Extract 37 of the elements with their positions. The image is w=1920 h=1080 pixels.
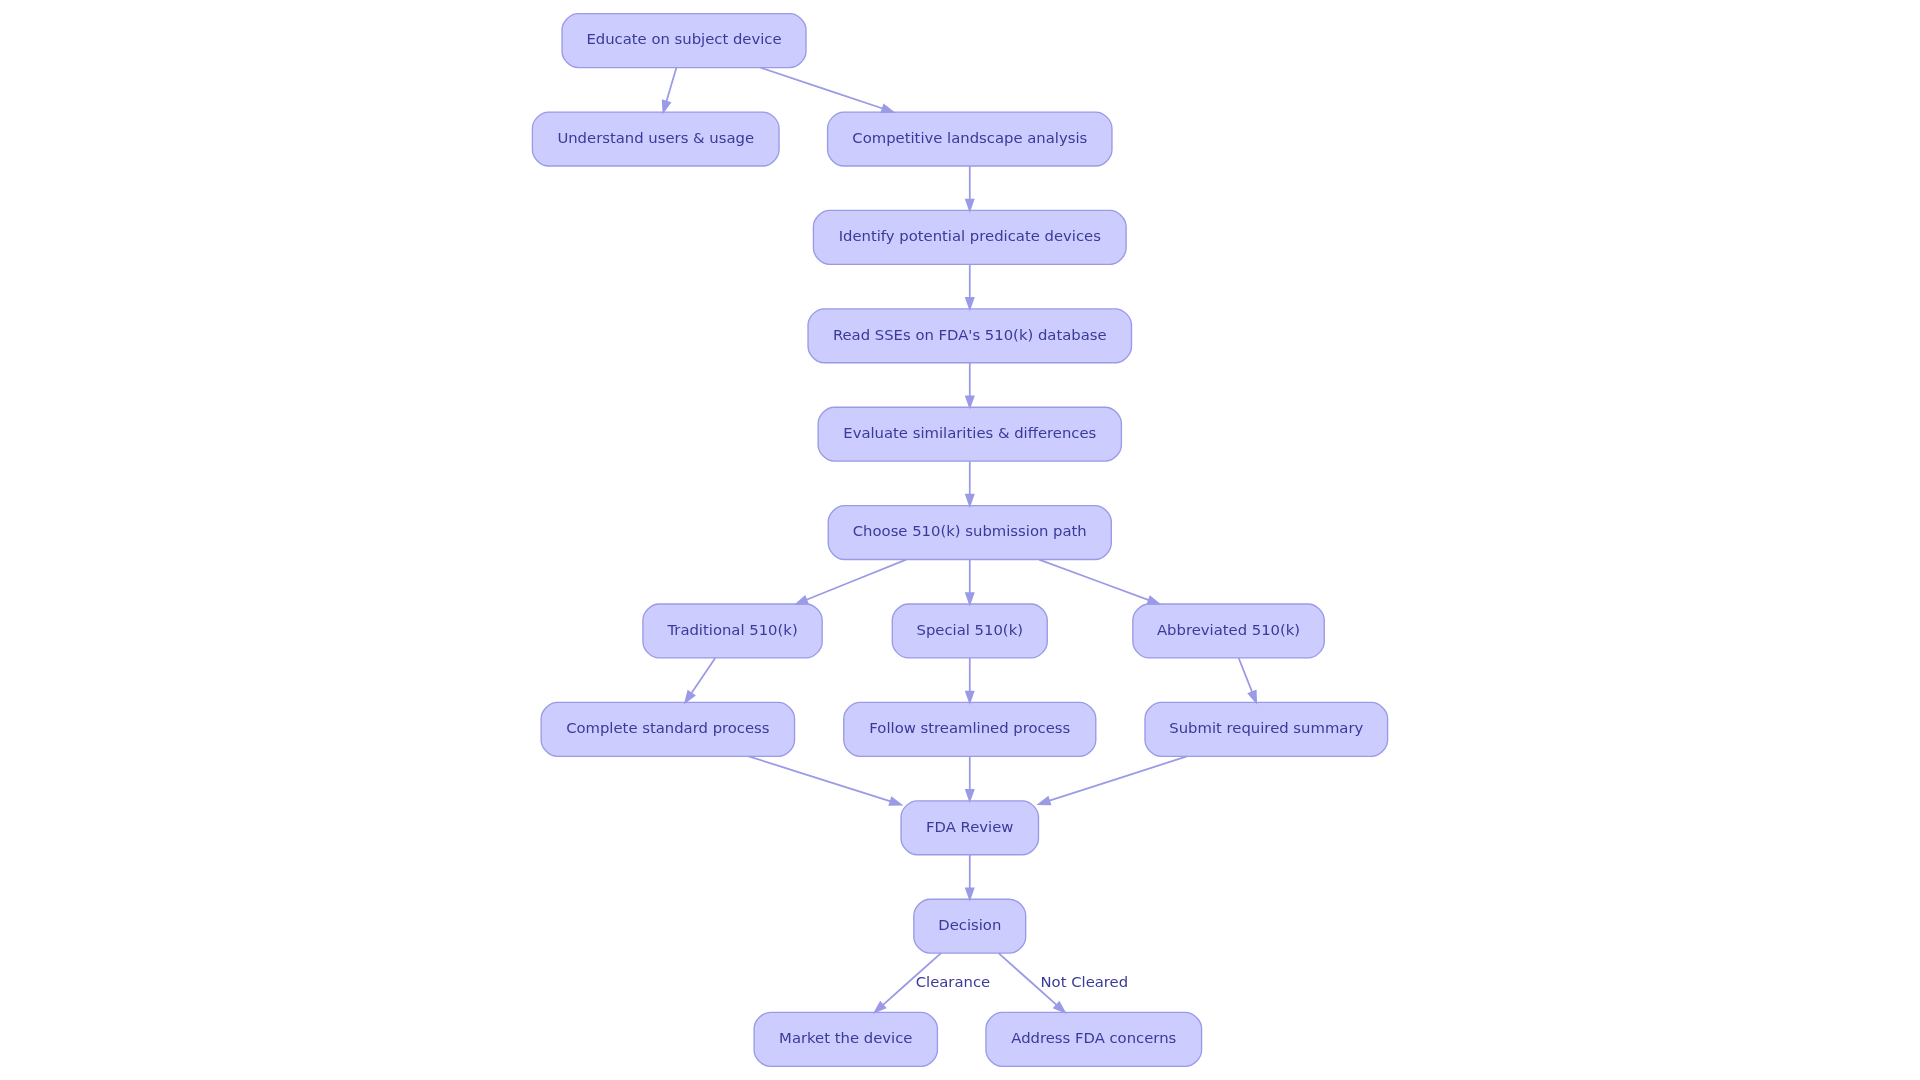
- arrow: [683, 657, 717, 705]
- arrow: [793, 558, 908, 605]
- arrow: [964, 558, 975, 607]
- node-box: Abbreviated 510(k): [1132, 603, 1325, 659]
- node-box: FDA Review: [900, 800, 1040, 856]
- arrow: [1237, 657, 1258, 705]
- node-box: Decision: [913, 898, 1027, 954]
- arrow: [964, 460, 975, 509]
- node-box: Market the device: [753, 1011, 939, 1067]
- arrow: [661, 66, 678, 115]
- node-box: Educate on subject device: [561, 13, 807, 69]
- arrow: [997, 952, 1067, 1014]
- node-box: Complete standard process: [540, 701, 796, 757]
- node-box: Identify potential predicate devices: [812, 209, 1127, 266]
- node-box: Competitive landscape analysis: [826, 111, 1113, 167]
- arrow: [872, 952, 942, 1014]
- node-box: Special 510(k): [891, 603, 1048, 659]
- edge-label: Not Cleared: [1040, 972, 1129, 990]
- node-box: Follow streamlined process: [843, 701, 1097, 757]
- node-box: Understand users & usage: [531, 111, 780, 167]
- arrow: [964, 263, 975, 312]
- arrow: [964, 165, 975, 213]
- arrow: [964, 657, 975, 705]
- edge-label: Clearance: [915, 972, 991, 990]
- node-box: Evaluate similarities & differences: [817, 406, 1123, 462]
- arrow: [964, 853, 975, 902]
- arrow: [747, 755, 904, 806]
- node-box: Read SSEs on FDA's 510(k) database: [807, 308, 1133, 364]
- node-box: Address FDA concerns: [985, 1011, 1203, 1067]
- node-box: Traditional 510(k): [642, 603, 823, 659]
- arrow: [964, 755, 975, 804]
- arrow: [1038, 558, 1162, 605]
- node-box: Choose 510(k) submission path: [827, 504, 1112, 561]
- arrow: [964, 361, 975, 410]
- arrow: [1036, 755, 1188, 806]
- arrow: [759, 66, 896, 113]
- node-box: Submit required summary: [1144, 701, 1389, 757]
